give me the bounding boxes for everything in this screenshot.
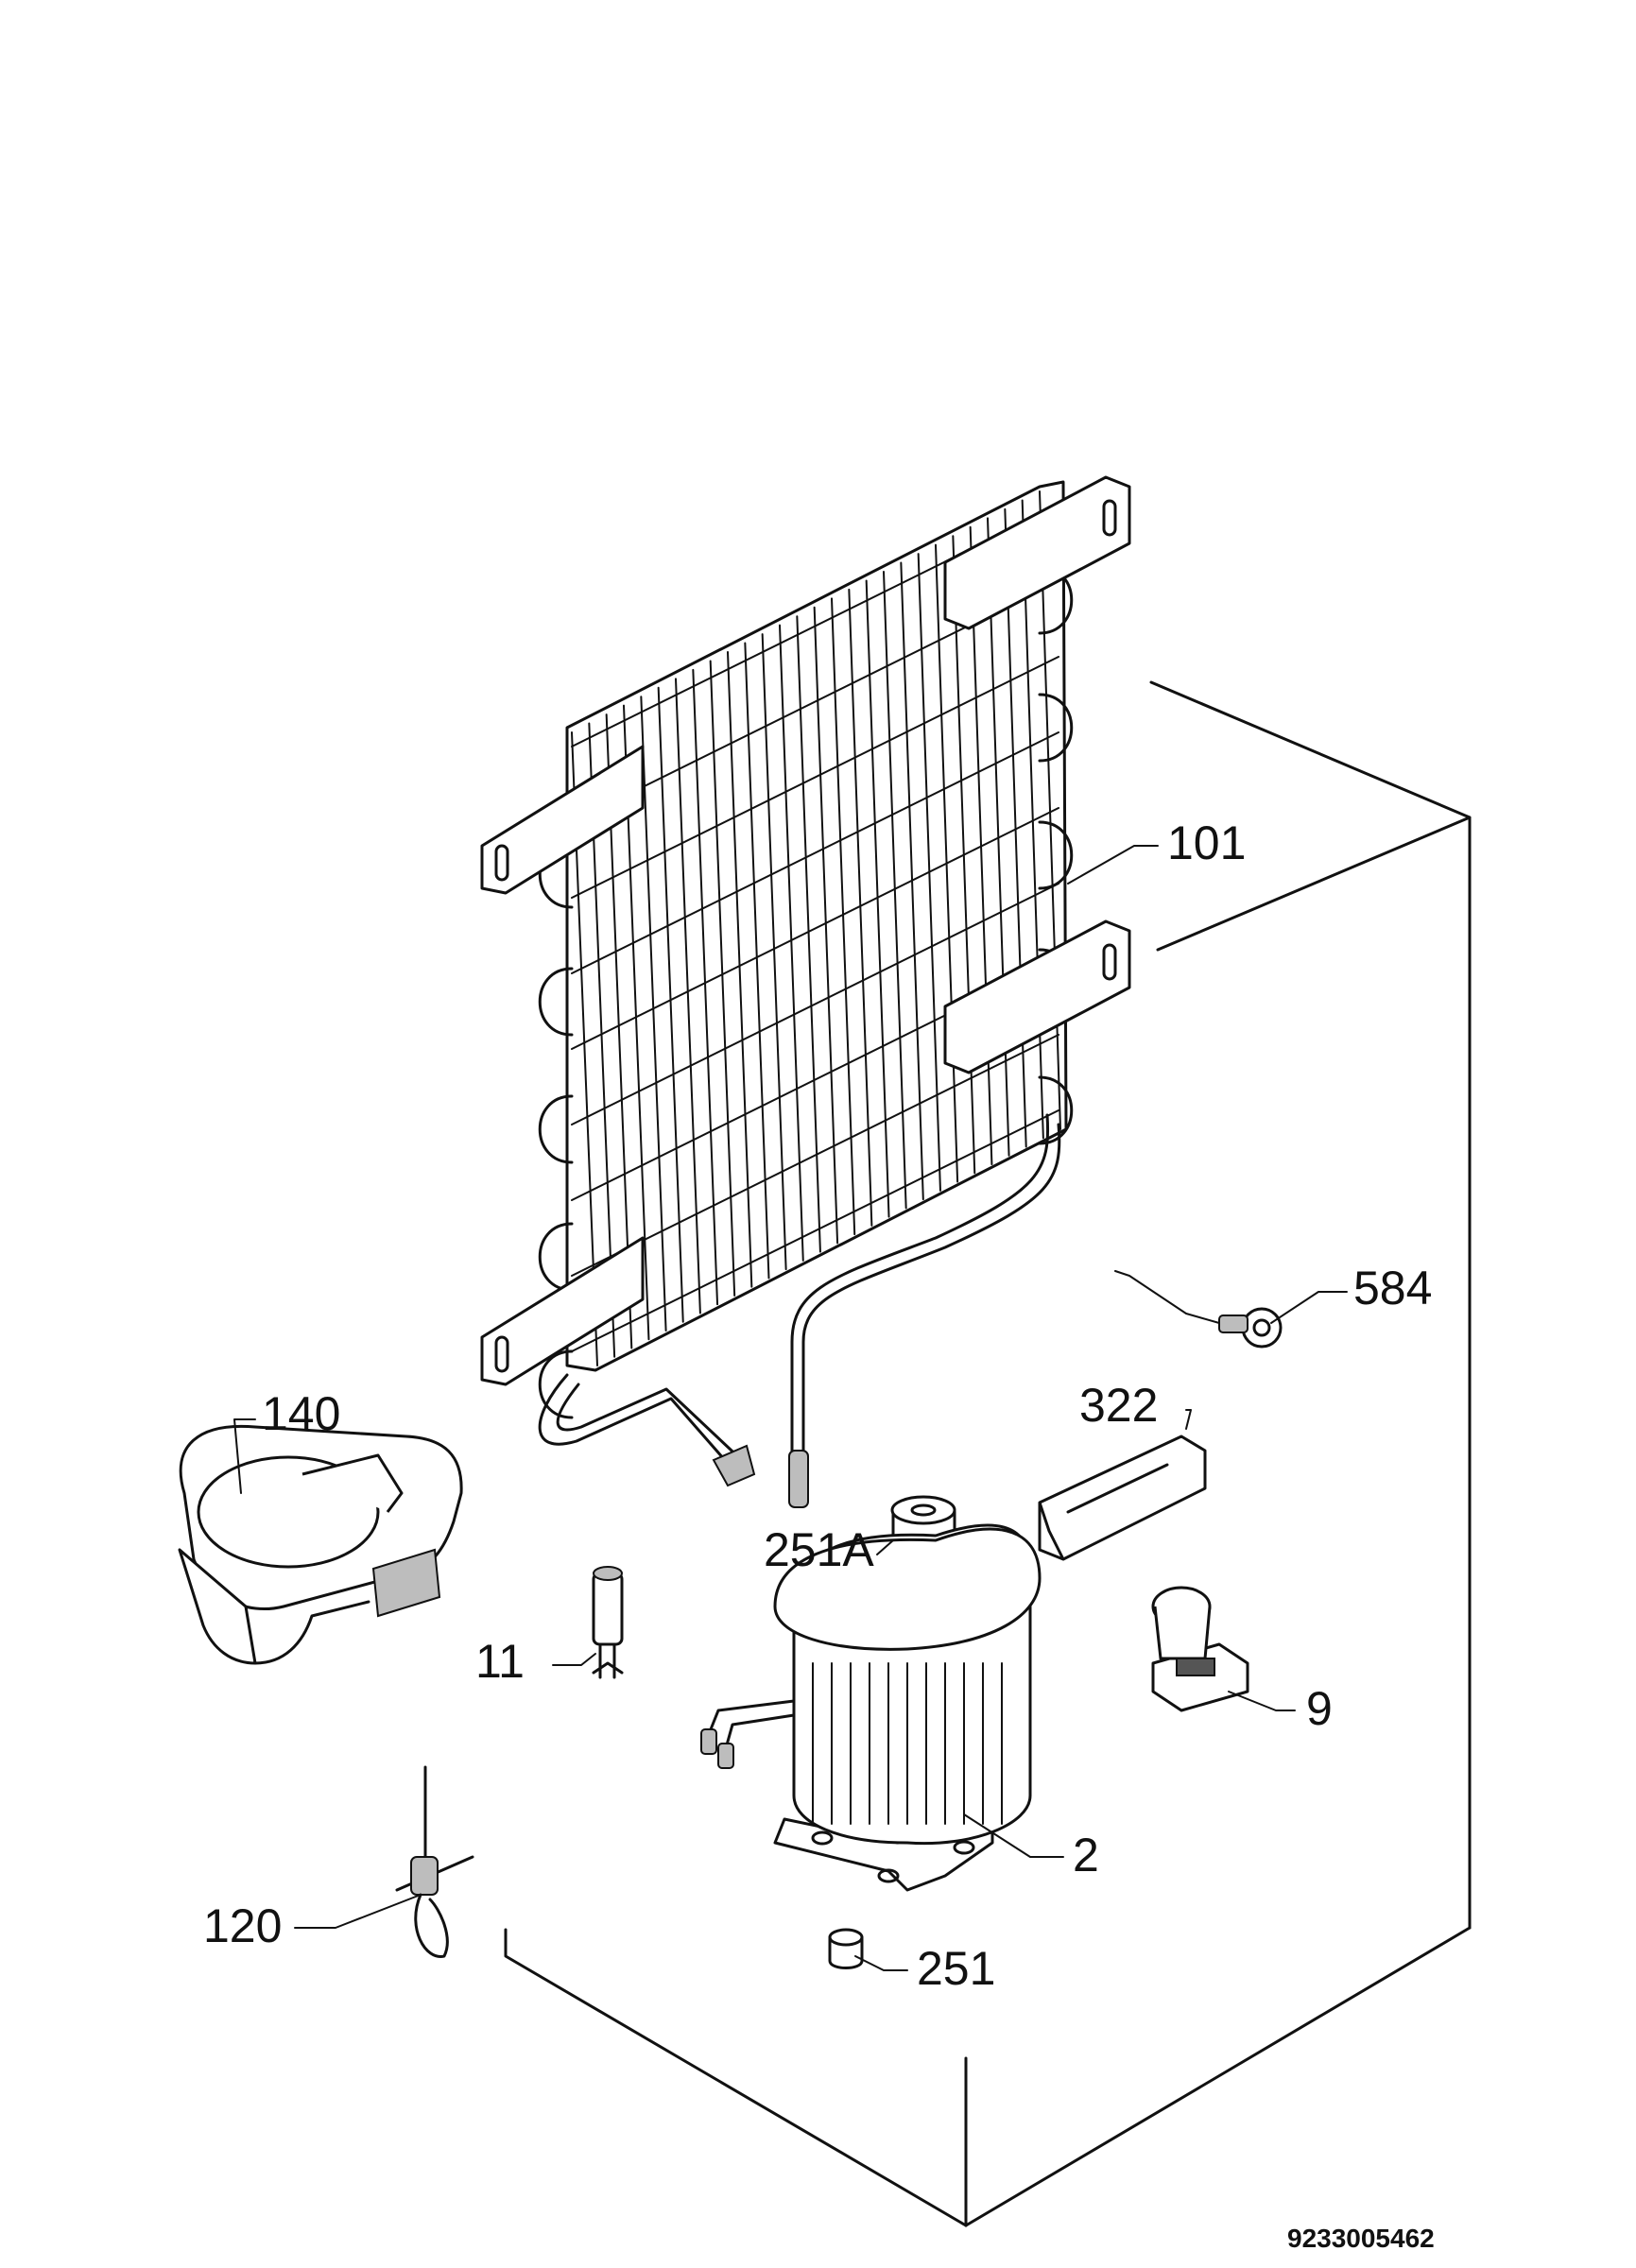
leader-lines xyxy=(233,845,1348,1971)
service-valve xyxy=(395,1765,474,1958)
condenser-wire xyxy=(865,579,890,1218)
condenser-bracket-mid-right xyxy=(943,919,1131,1074)
condenser-wire xyxy=(727,651,753,1288)
compressor xyxy=(700,1523,1042,1892)
condenser-wire xyxy=(779,624,804,1262)
callout-2: 2 xyxy=(1073,1829,1099,1881)
condenser-wire xyxy=(831,597,856,1236)
condenser-loop-left xyxy=(538,1094,574,1164)
callout-11: 11 xyxy=(475,1635,525,1688)
condenser-wire xyxy=(796,615,821,1253)
reference-number: 9233005462 xyxy=(1287,2224,1435,2253)
condenser-crossbar xyxy=(571,731,1059,974)
callout-101: 101 xyxy=(1167,816,1246,869)
condenser-wire xyxy=(761,633,787,1271)
condenser-crossbar xyxy=(571,1109,1059,1352)
starter-component xyxy=(592,1566,624,1679)
drip-tray xyxy=(178,1424,463,1665)
condenser-loop-left xyxy=(538,967,574,1037)
condenser-bracket-top-right xyxy=(943,475,1131,630)
callout-140: 140 xyxy=(262,1387,340,1440)
condenser-crossbar xyxy=(571,807,1059,1050)
condenser xyxy=(480,475,1131,1508)
condenser-wire xyxy=(640,696,667,1332)
condenser-wire xyxy=(813,606,839,1245)
condenser-loop-left xyxy=(538,1222,574,1292)
relay-bracket xyxy=(1038,1435,1207,1561)
callout-584: 584 xyxy=(1353,1262,1432,1314)
condenser-wire xyxy=(692,668,719,1306)
nut-251 xyxy=(828,1928,864,1969)
condenser-loop-right xyxy=(1038,1075,1074,1145)
condenser-loop-right xyxy=(1038,693,1074,763)
callout-251a: 251A xyxy=(764,1523,874,1576)
thermostat-sensor xyxy=(1114,1270,1283,1349)
condenser-crossbar xyxy=(571,656,1059,899)
callout-120: 120 xyxy=(203,1899,282,1952)
condenser-wire xyxy=(848,588,873,1227)
callout-322: 322 xyxy=(1079,1379,1158,1432)
condenser-bracket-upper-left xyxy=(480,745,645,895)
condenser-crossbar xyxy=(571,1034,1059,1277)
condenser-crossbar xyxy=(571,883,1059,1125)
condenser-bracket-lower-left xyxy=(480,1236,645,1386)
cabinet-outline xyxy=(504,680,1472,2227)
relay xyxy=(1151,1586,1249,1712)
condenser-wire xyxy=(657,686,684,1323)
condenser-wire xyxy=(675,678,701,1314)
condenser-wire xyxy=(744,642,770,1280)
condenser-wire xyxy=(709,660,736,1297)
callout-251: 251 xyxy=(917,1942,995,1995)
condenser-loop-right xyxy=(1038,820,1074,890)
callout-9: 9 xyxy=(1306,1682,1333,1735)
